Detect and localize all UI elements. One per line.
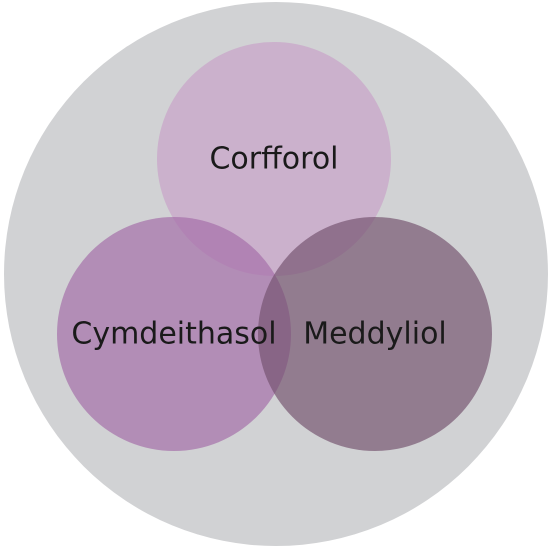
label-corfforol: Corfforol xyxy=(209,142,338,177)
label-cymdeithasol: Cymdeithasol xyxy=(71,317,276,352)
circle-corfforol xyxy=(157,42,391,276)
label-meddyliol: Meddyliol xyxy=(303,317,447,352)
circle-cymdeithasol xyxy=(57,217,291,451)
circle-meddyliol xyxy=(258,217,492,451)
